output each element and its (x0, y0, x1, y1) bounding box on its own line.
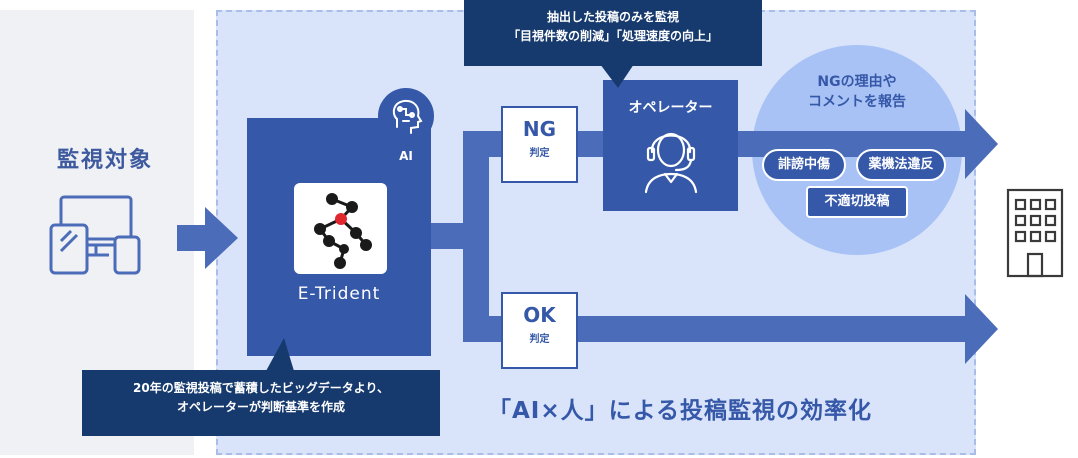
branch-stem (431, 223, 463, 249)
ok-to-client-arrow (578, 294, 998, 364)
report-line-1: NGの理由や (817, 74, 897, 90)
ng-judgment-box: NG 判定 (501, 106, 578, 183)
callout-bottom: 20年の監視投稿で蓄積したビッグデータより、 オペレーターが判断基準を作成 (82, 370, 440, 436)
ai-label: AI (399, 149, 413, 163)
operator-box (603, 80, 738, 211)
operator-to-client-arrow (737, 109, 998, 179)
ok-judgment-box: OK 判定 (501, 292, 578, 369)
etrident-logo-tile (294, 183, 387, 274)
operator-label: オペレーター (628, 100, 713, 116)
ok-sub-label: 判定 (529, 334, 550, 345)
report-line-2: コメントを報告 (808, 94, 906, 110)
building-icon (1006, 188, 1064, 278)
callout-top: 抽出した投稿のみを監視 「目視件数の削減」「処理速度の向上」 (464, 0, 762, 66)
tag-inappropriate: 不適切投稿 (806, 186, 908, 218)
etrident-label: E-Trident (297, 284, 381, 304)
callout-bottom-line-1: 20年の監視投稿で蓄積したビッグデータより、 (133, 381, 389, 395)
ng-label: NG (522, 117, 557, 141)
callout-top-line-2: 「目視件数の削減」「処理速度の向上」 (507, 29, 718, 43)
branch-top (463, 131, 503, 157)
branch-vertical (463, 131, 489, 341)
slogan: 「AI×人」による投稿監視の効率化 (488, 398, 872, 424)
callout-bottom-pointer (266, 338, 294, 371)
operator-headset-icon (644, 132, 698, 194)
ok-label: OK (523, 303, 556, 327)
tag-drug-law: 薬機法違反 (856, 149, 946, 181)
callout-top-line-1: 抽出した投稿のみを監視 (546, 10, 679, 24)
callout-bottom-line-2: オペレーターが判断基準を作成 (176, 400, 345, 414)
branch-bottom (463, 316, 503, 342)
ai-brain-icon (392, 99, 423, 134)
report-text: NGの理由や コメントを報告 (752, 72, 962, 112)
ng-to-operator-bar (578, 131, 604, 157)
input-arrow (177, 207, 238, 269)
tag-defamation: 誹謗中傷 (762, 149, 846, 181)
etrident-logo (314, 193, 372, 269)
devices-icon (49, 195, 141, 275)
callout-top-pointer (600, 64, 634, 88)
ng-sub-label: 判定 (529, 148, 550, 159)
monitoring-target-title: 監視対象 (56, 148, 153, 173)
